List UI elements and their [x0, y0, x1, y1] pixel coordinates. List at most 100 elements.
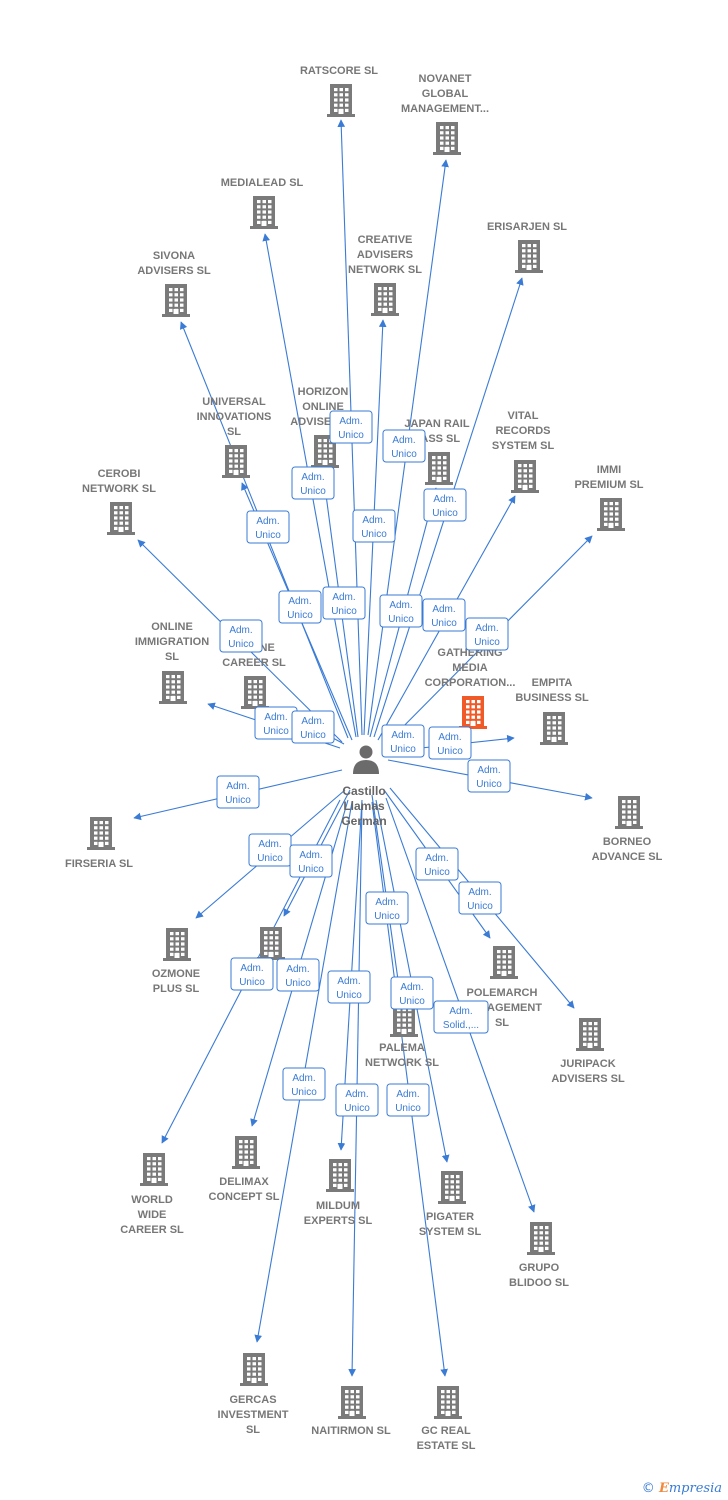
building-icon: [433, 122, 461, 155]
node-label: MANAGEMENT...: [401, 103, 489, 115]
role-badge[interactable]: Adm.Unico: [381, 724, 425, 758]
badge-role-line: Adm.: [391, 730, 414, 741]
node-label: NAITIRMON SL: [311, 1425, 391, 1437]
building-icon: [327, 84, 355, 117]
node-label: SYSTEM SL: [492, 440, 555, 452]
role-badge[interactable]: Adm.Unico: [465, 617, 509, 651]
role-badge[interactable]: Adm.Unico: [382, 429, 426, 463]
empresia-watermark: © Empresia: [642, 1481, 722, 1496]
role-badge[interactable]: Adm.Unico: [467, 759, 511, 793]
role-badge[interactable]: Adm.Unico: [291, 710, 335, 744]
node-firseria[interactable]: FIRSERIA SL: [65, 817, 133, 870]
center-person-label: Llamas: [343, 799, 385, 813]
badge-type-line: Unico: [225, 795, 251, 806]
node-label: GLOBAL: [422, 88, 469, 100]
node-ratscore[interactable]: RATSCORE SL: [300, 65, 378, 117]
role-badge[interactable]: Adm.Unico: [428, 726, 472, 760]
role-badge[interactable]: Adm.Unico: [246, 510, 290, 544]
role-badge[interactable]: Adm.Unico: [365, 891, 409, 925]
node-naitirmon[interactable]: NAITIRMON SL: [311, 1386, 391, 1437]
role-badge[interactable]: Adm.Unico: [322, 586, 366, 620]
node-label: PLUS SL: [153, 983, 200, 995]
role-badge[interactable]: Adm.Solid.,...: [433, 1000, 489, 1034]
badge-type-line: Unico: [432, 508, 458, 519]
building-icon: [576, 1018, 604, 1051]
badge-type-line: Unico: [331, 606, 357, 617]
building-icon: [240, 1353, 268, 1386]
role-badge[interactable]: Adm.Unico: [230, 957, 274, 991]
role-badge[interactable]: Adm.Unico: [422, 598, 466, 632]
node-label: WORLD: [131, 1194, 173, 1206]
node-label: BORNEO: [603, 836, 652, 848]
role-badge[interactable]: Adm.Unico: [390, 976, 434, 1010]
node-label: NETWORK SL: [82, 483, 156, 495]
badge-role-line: Adm.: [477, 765, 500, 776]
role-badge[interactable]: Adm.Unico: [289, 844, 333, 878]
role-badge[interactable]: Adm.Unico: [329, 410, 373, 444]
node-gathering[interactable]: GATHERINGMEDIACORPORATION...: [425, 647, 516, 729]
building-icon: [338, 1386, 366, 1419]
node-label: EXPERTS SL: [304, 1215, 373, 1227]
node-label: POLEMARCH: [467, 987, 538, 999]
role-badge[interactable]: Adm.Unico: [386, 1083, 430, 1117]
node-novanet[interactable]: NOVANETGLOBALMANAGEMENT...: [401, 73, 489, 155]
role-badge[interactable]: Adm.Unico: [415, 847, 459, 881]
node-label: VITAL: [508, 410, 539, 422]
node-medialead[interactable]: MEDIALEAD SL: [221, 177, 304, 229]
role-badge[interactable]: Adm.Unico: [216, 775, 260, 809]
node-label: SL: [246, 1424, 260, 1436]
role-badge[interactable]: Adm.Unico: [335, 1083, 379, 1117]
badge-role-line: Adm.: [337, 976, 360, 987]
role-badge[interactable]: Adm.Unico: [248, 833, 292, 867]
badge-role-line: Adm.: [449, 1006, 472, 1017]
node-label: ADVISERS SL: [551, 1073, 625, 1085]
node-label: NETWORK SL: [365, 1057, 439, 1069]
role-badge[interactable]: Adm.Unico: [219, 619, 263, 653]
node-label: CONCEPT SL: [209, 1191, 280, 1203]
badge-type-line: Unico: [291, 1087, 317, 1098]
role-badge[interactable]: Adm.Unico: [423, 488, 467, 522]
node-label: ERISARJEN SL: [487, 221, 567, 233]
node-label: RECORDS: [495, 425, 550, 437]
node-midnode[interactable]: [257, 927, 285, 960]
badge-role-line: Adm.: [468, 887, 491, 898]
role-badge[interactable]: Adm.Unico: [327, 970, 371, 1004]
badge-type-line: Unico: [395, 1103, 421, 1114]
node-erisarjen[interactable]: ERISARJEN SL: [487, 221, 567, 273]
role-badge[interactable]: Adm.Unico: [278, 590, 322, 624]
building-icon: [159, 671, 187, 704]
role-badge[interactable]: Adm.Unico: [282, 1067, 326, 1101]
building-icon: [438, 1171, 466, 1204]
role-badge[interactable]: Adm.Unico: [254, 706, 298, 740]
role-badge[interactable]: Adm.Unico: [458, 881, 502, 915]
badge-type-line: Unico: [437, 746, 463, 757]
building-icon: [163, 928, 191, 961]
badge-role-line: Adm.: [229, 625, 252, 636]
node-vital[interactable]: VITAL RECORDS SYSTEM SL: [492, 410, 555, 493]
badge-role-line: Adm.: [389, 600, 412, 611]
role-badge[interactable]: Adm.Unico: [291, 466, 335, 500]
role-badge[interactable]: Adm.Unico: [379, 594, 423, 628]
role-badge[interactable]: Adm.Unico: [352, 509, 396, 543]
role-badge[interactable]: Adm.Unico: [276, 958, 320, 992]
